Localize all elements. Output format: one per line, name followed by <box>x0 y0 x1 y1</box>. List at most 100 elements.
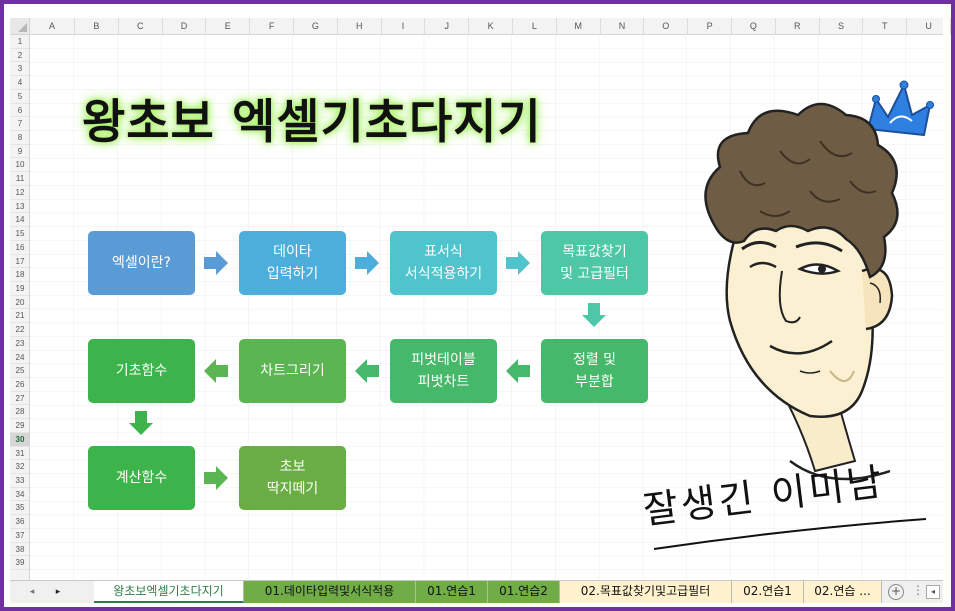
arrow-right-icon <box>506 251 530 275</box>
column-label[interactable]: S <box>820 18 864 35</box>
sheet-tab-02-practice1[interactable]: 02.연습1 <box>732 581 804 603</box>
column-label[interactable]: O <box>644 18 689 35</box>
column-label[interactable]: D <box>163 18 207 35</box>
arrow-left-icon <box>506 359 530 383</box>
sheet-tab-01-practice1[interactable]: 01.연습1 <box>416 581 488 603</box>
flow-step-label: 기초함수 <box>115 363 168 379</box>
tab-options-icon[interactable]: ⋮ <box>912 583 924 597</box>
row-label[interactable]: 12 <box>10 186 29 200</box>
row-label[interactable]: 15 <box>10 227 29 241</box>
row-label[interactable]: 14 <box>10 213 29 228</box>
row-label[interactable]: 31 <box>10 447 29 461</box>
row-label[interactable]: 21 <box>10 309 29 324</box>
row-label[interactable]: 36 <box>10 515 29 529</box>
arrow-left-icon <box>355 359 379 383</box>
flow-step-data-input[interactable]: 데이타 입력하기 <box>239 231 346 295</box>
flow-step-graduate[interactable]: 초보 딱지떼기 <box>239 446 346 510</box>
row-label[interactable]: 7 <box>10 117 29 132</box>
row-label[interactable]: 29 <box>10 419 29 433</box>
column-label[interactable]: J <box>425 18 470 35</box>
sheet-tab-01-input[interactable]: 01.데이타입력및서식적용 <box>244 581 416 603</box>
flow-step-label: 표서식 <box>424 244 463 260</box>
column-label[interactable]: H <box>338 18 382 35</box>
flow-step-label: 목표값찾기 <box>562 244 627 260</box>
sheet-tab-02-practice-more[interactable]: 02.연습 ... <box>804 581 882 603</box>
column-label[interactable]: F <box>250 18 294 35</box>
column-label[interactable]: I <box>382 18 426 35</box>
arrow-left-icon <box>204 359 228 383</box>
row-label[interactable]: 11 <box>10 172 29 186</box>
column-label[interactable]: A <box>30 18 75 35</box>
row-label[interactable]: 2 <box>10 49 29 63</box>
flow-step-pivot[interactable]: 피벗테이블 피벗차트 <box>390 339 497 403</box>
row-label[interactable]: 30 <box>10 432 29 447</box>
column-label[interactable]: P <box>688 18 732 35</box>
row-label[interactable]: 35 <box>10 501 29 516</box>
row-label[interactable]: 25 <box>10 364 29 378</box>
tab-nav-prev-icon[interactable]: ◂ <box>29 587 35 597</box>
column-label[interactable]: N <box>601 18 645 35</box>
column-label[interactable]: M <box>557 18 601 35</box>
row-label[interactable]: 6 <box>10 104 29 118</box>
row-label[interactable]: 9 <box>10 145 29 159</box>
add-sheet-icon[interactable]: + <box>888 584 904 600</box>
tab-nav-next-icon[interactable]: ▸ <box>55 587 61 597</box>
row-label[interactable]: 17 <box>10 255 29 269</box>
flow-step-goal-seek[interactable]: 목표값찾기 및 고급필터 <box>541 231 648 295</box>
row-label[interactable]: 38 <box>10 543 29 557</box>
worksheet-grid[interactable]: 왕초보 엑셀기초다지기 엑셀이란? 데이타 입력하기 표서식 서식적용하기 목표… <box>30 35 943 580</box>
sheet-tab-01-practice2[interactable]: 01.연습2 <box>488 581 560 603</box>
row-label[interactable]: 37 <box>10 529 29 543</box>
column-label[interactable]: Q <box>732 18 776 35</box>
row-label[interactable]: 39 <box>10 556 29 571</box>
flow-step-excel-intro[interactable]: 엑셀이란? <box>88 231 195 295</box>
flow-step-table-format[interactable]: 표서식 서식적용하기 <box>390 231 497 295</box>
row-label[interactable]: 4 <box>10 76 29 90</box>
row-label[interactable]: 19 <box>10 282 29 296</box>
row-label[interactable]: 27 <box>10 392 29 406</box>
row-label[interactable]: 23 <box>10 337 29 351</box>
row-label[interactable]: 1 <box>10 35 29 49</box>
column-label[interactable]: C <box>119 18 163 35</box>
column-label[interactable]: R <box>776 18 820 35</box>
row-label[interactable]: 20 <box>10 296 29 310</box>
arrow-right-icon <box>355 251 379 275</box>
row-label[interactable]: 34 <box>10 488 29 502</box>
flow-step-label: 부분합 <box>575 374 614 390</box>
page-title: 왕초보 엑셀기초다지기 <box>82 95 542 150</box>
row-label[interactable]: 28 <box>10 405 29 420</box>
sheet-tab-main[interactable]: 왕초보엑셀기초다지기 <box>94 581 244 603</box>
flow-step-calc-functions[interactable]: 계산함수 <box>88 446 195 510</box>
signature-underline <box>653 518 927 550</box>
column-label[interactable]: K <box>469 18 513 35</box>
column-label[interactable]: B <box>75 18 119 35</box>
scroll-left-icon[interactable]: ◂ <box>926 585 940 599</box>
row-label[interactable]: 24 <box>10 351 29 365</box>
column-label[interactable]: L <box>513 18 557 35</box>
row-label[interactable]: 33 <box>10 474 29 488</box>
row-label[interactable]: 3 <box>10 62 29 77</box>
column-label[interactable]: G <box>294 18 338 35</box>
row-label[interactable]: 16 <box>10 241 29 255</box>
flow-step-sort-subtotal[interactable]: 정렬 및 부분합 <box>541 339 648 403</box>
flow-step-label: 서식적용하기 <box>404 266 483 282</box>
select-all-corner[interactable] <box>10 18 30 35</box>
column-label[interactable]: U <box>907 18 951 35</box>
row-label[interactable]: 18 <box>10 268 29 282</box>
row-label[interactable]: 10 <box>10 158 29 173</box>
sheet-tab-02-goalseek[interactable]: 02.목표값찾기및고급필터 <box>560 581 732 603</box>
column-label[interactable]: T <box>863 18 908 35</box>
row-label[interactable]: 32 <box>10 460 29 475</box>
cartoon-portrait-image <box>704 80 934 481</box>
row-label[interactable]: 8 <box>10 131 29 145</box>
row-label[interactable]: 22 <box>10 323 29 337</box>
flow-step-charts[interactable]: 차트그리기 <box>239 339 346 403</box>
flow-step-label: 엑셀이란? <box>112 255 171 271</box>
flow-step-basic-functions[interactable]: 기초함수 <box>88 339 195 403</box>
row-label[interactable]: 13 <box>10 200 29 214</box>
flow-step-label: 입력하기 <box>266 266 319 282</box>
row-label[interactable]: 26 <box>10 378 29 392</box>
column-label[interactable]: E <box>206 18 251 35</box>
row-label[interactable]: 5 <box>10 90 29 104</box>
